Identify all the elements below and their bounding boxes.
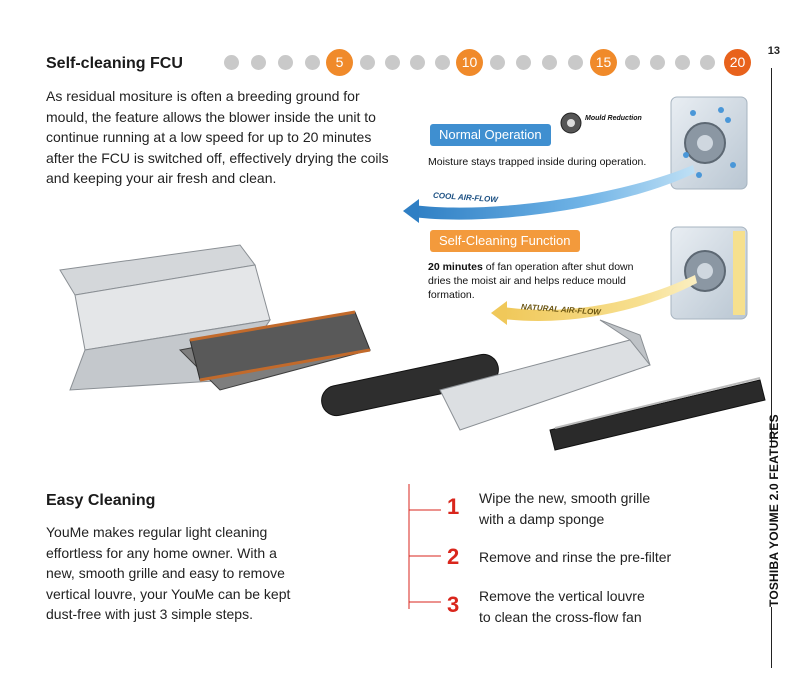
progress-milestone-10: 10: [456, 49, 483, 76]
progress-dot: [516, 55, 531, 70]
self-cleaning-description: of fan operation after shut down dries t…: [428, 261, 634, 301]
step-number: 2: [447, 544, 460, 569]
easy-cleaning-body: YouMe makes regular light cleaning effor…: [46, 524, 291, 622]
self-cleaning-function-label: Self-Cleaning Function: [430, 230, 580, 252]
natural-airflow-arrow: [503, 275, 697, 321]
sidebar-title: TOSHIBA YOUME 2.0 FEATURES: [767, 414, 781, 607]
step-text: Remove the vertical louvre to clean the …: [479, 586, 729, 628]
progress-dot: [568, 55, 583, 70]
progress-dot: [410, 55, 425, 70]
airflow-diagram-graphic: [403, 96, 748, 325]
mould-reduction-label: Mould Reduction: [585, 115, 642, 122]
step-number: 1: [447, 494, 460, 519]
progress-dot: [305, 55, 320, 70]
step-text: Remove and rinse the pre-filter: [479, 549, 672, 565]
step-text-line: with a damp sponge: [479, 511, 605, 527]
progress-dot: [435, 55, 450, 70]
cool-airflow-arrow: [413, 165, 695, 220]
progress-milestone-20: 20: [724, 49, 751, 76]
progress-dot: [360, 55, 375, 70]
self-cleaning-function-text: 20 minutes of fan operation after shut d…: [428, 260, 646, 302]
progress-dots: 5 10 15 20: [222, 49, 752, 76]
exploded-unit-illustration: [59, 244, 766, 451]
progress-dot: [675, 55, 690, 70]
step-text-line: Wipe the new, smooth grille: [479, 490, 651, 506]
normal-operation-label: Normal Operation: [430, 124, 551, 146]
section-title-self-cleaning: Self-cleaning FCU: [46, 55, 183, 72]
airflow-diagram: Mould Reduction Normal Operation Moistur…: [403, 95, 758, 335]
progress-dot: [625, 55, 640, 70]
progress-dot: [490, 55, 505, 70]
progress-milestone-5: 5: [326, 49, 353, 76]
self-cleaning-duration: 20 minutes: [428, 261, 483, 273]
progress-dot: [700, 55, 715, 70]
steps-bracket: [408, 484, 441, 609]
step-number: 3: [447, 592, 460, 617]
progress-dot: [542, 55, 557, 70]
progress-dot: [224, 55, 239, 70]
vertical-louvre: [549, 379, 766, 451]
progress-dot: [385, 55, 400, 70]
step-text: Wipe the new, smooth grille with a damp …: [479, 488, 729, 530]
step-text-line: to clean the cross-flow fan: [479, 609, 642, 625]
normal-operation-text: Moisture stays trapped inside during ope…: [428, 156, 647, 168]
step-text-line: Remove the vertical louvre: [479, 588, 645, 604]
self-cleaning-body: As residual mositure is often a breeding…: [46, 88, 389, 186]
progress-dot: [251, 55, 266, 70]
progress-dot: [278, 55, 293, 70]
cross-flow-fan: [321, 353, 499, 417]
fan-hub: [697, 135, 713, 151]
progress-milestone-15: 15: [590, 49, 617, 76]
page-number: 13: [767, 45, 780, 57]
progress-dot: [650, 55, 665, 70]
section-title-easy-cleaning: Easy Cleaning: [46, 492, 156, 509]
sidebar-divider: [771, 68, 772, 668]
